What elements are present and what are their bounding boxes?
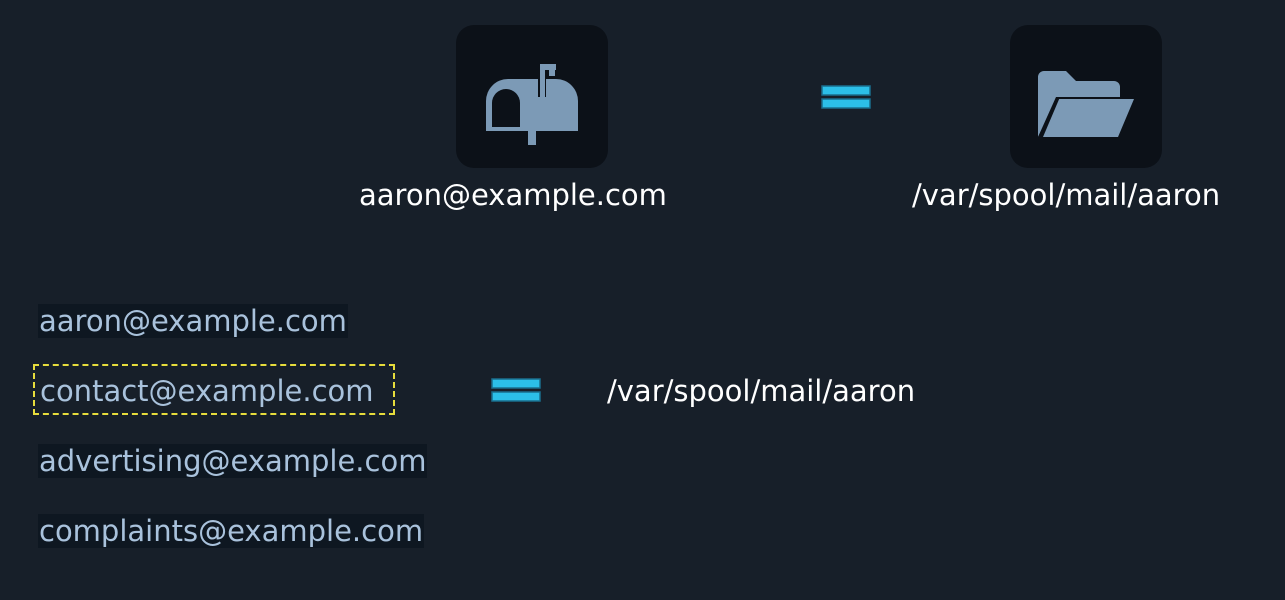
folder-tile — [1010, 25, 1162, 168]
alias-item-selected: contact@example.com — [33, 364, 395, 415]
mailbox-tile — [456, 25, 608, 168]
top-address-label: aaron@example.com — [359, 178, 667, 212]
mailbox-icon — [486, 64, 578, 145]
folder-open-icon — [1038, 71, 1134, 137]
alias-item: advertising@example.com — [38, 444, 428, 478]
alias-target-path: /var/spool/mail/aaron — [607, 374, 916, 408]
equals-icon — [491, 378, 541, 402]
top-path-label: /var/spool/mail/aaron — [912, 178, 1221, 212]
alias-item: complaints@example.com — [38, 514, 425, 548]
equals-icon — [821, 85, 871, 109]
alias-item: aaron@example.com — [38, 304, 348, 338]
